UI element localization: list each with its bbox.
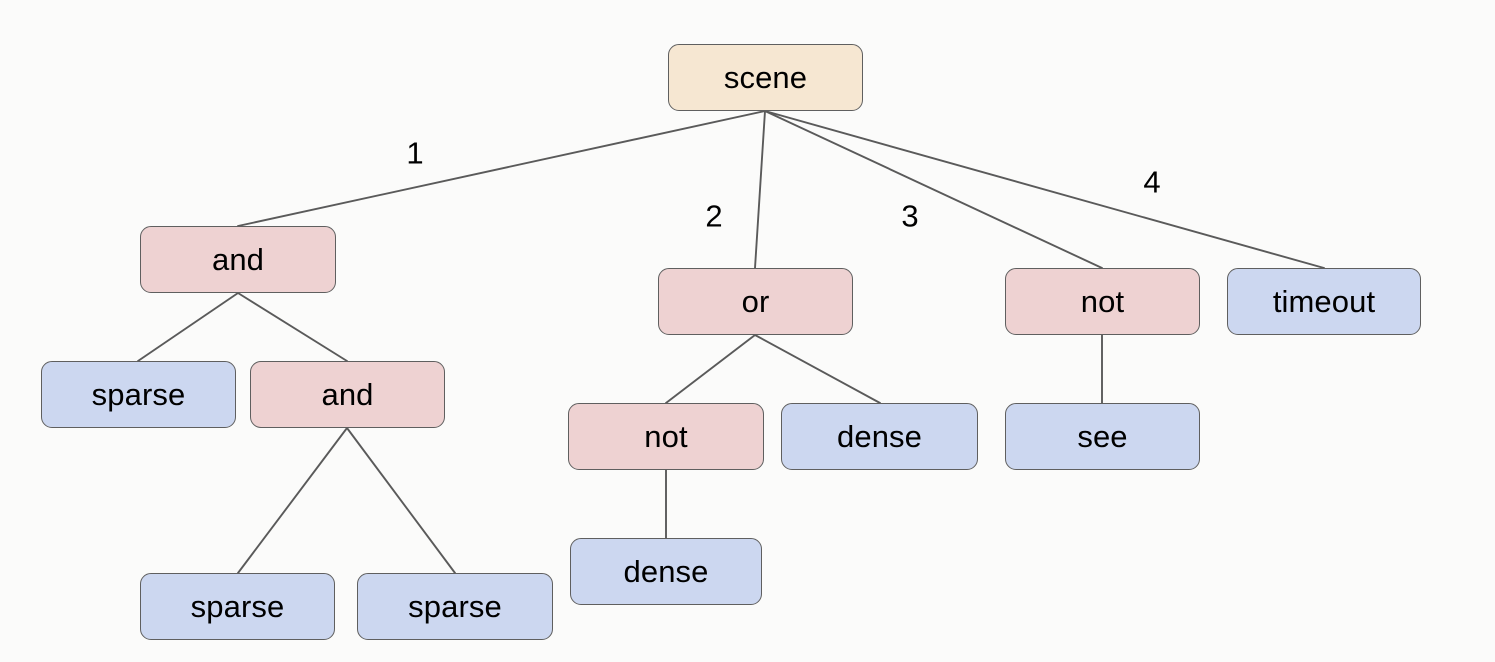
edge-label-2: 2: [705, 198, 723, 234]
tree-node-sparse3[interactable]: sparse: [357, 573, 553, 640]
tree-edge-scene-to-timeout1: [764, 110, 1325, 269]
tree-node-dense2[interactable]: dense: [570, 538, 762, 605]
edge-label-4: 4: [1143, 164, 1161, 200]
edge-label-3: 3: [901, 198, 919, 234]
tree-edge-and2-to-sparse2: [237, 427, 348, 574]
tree-node-not1[interactable]: not: [1005, 268, 1200, 335]
edge-label-1: 1: [406, 135, 424, 171]
tree-edge-and1-to-sparse1: [137, 292, 239, 362]
tree-node-see1[interactable]: see: [1005, 403, 1200, 470]
tree-node-or1[interactable]: or: [658, 268, 853, 335]
tree-node-scene[interactable]: scene: [668, 44, 863, 111]
tree-node-timeout1[interactable]: timeout: [1227, 268, 1421, 335]
tree-edge-scene-to-and1: [237, 110, 766, 227]
tree-edge-or1-to-not2: [665, 334, 756, 404]
tree-node-and1[interactable]: and: [140, 226, 336, 293]
tree-edge-or1-to-dense1: [754, 334, 881, 404]
tree-edge-scene-to-not1: [764, 110, 1103, 269]
tree-edge-scene-to-or1: [754, 110, 766, 269]
tree-node-sparse2[interactable]: sparse: [140, 573, 335, 640]
tree-edge-and1-to-and2: [237, 292, 348, 362]
tree-node-and2[interactable]: and: [250, 361, 445, 428]
tree-edge-and2-to-sparse3: [346, 427, 456, 574]
tree-node-not2[interactable]: not: [568, 403, 764, 470]
tree-node-dense1[interactable]: dense: [781, 403, 978, 470]
tree-node-sparse1[interactable]: sparse: [41, 361, 236, 428]
